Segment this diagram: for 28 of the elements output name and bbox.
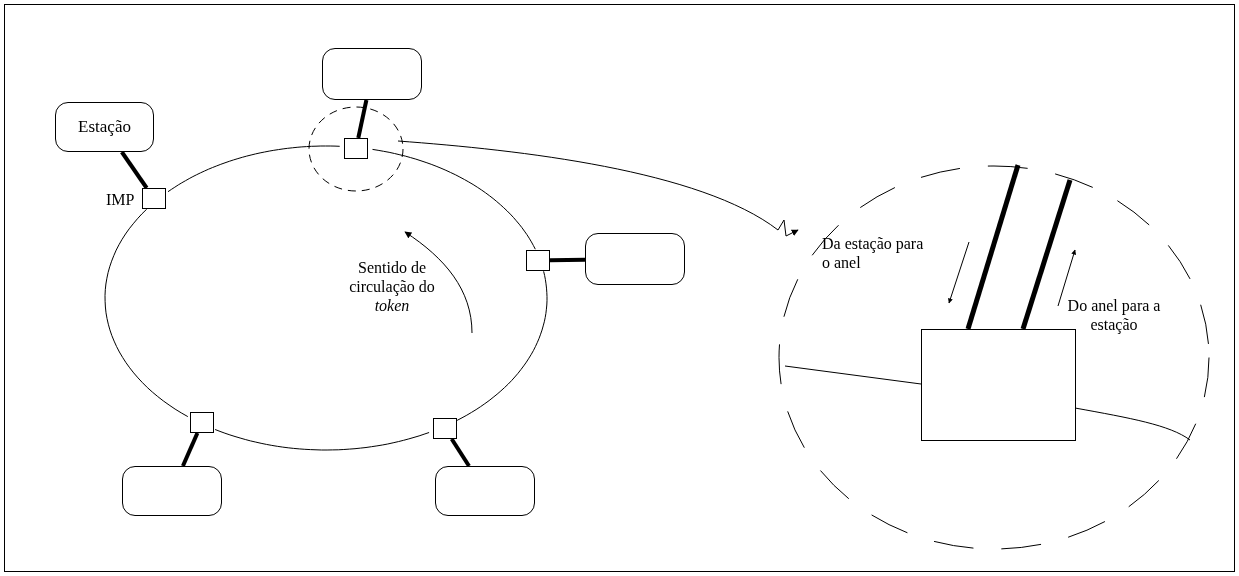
interface-box xyxy=(344,138,368,159)
station-cable xyxy=(450,437,471,468)
ring-cable xyxy=(167,145,341,193)
interface-box xyxy=(142,188,166,209)
station-cable xyxy=(120,150,149,190)
interface-box xyxy=(921,329,1076,441)
station-box xyxy=(55,102,154,152)
station-label: Estação xyxy=(77,117,132,136)
station-box xyxy=(122,466,222,516)
ring-cable xyxy=(372,148,536,250)
station-box xyxy=(322,48,422,100)
station-cable xyxy=(181,432,200,467)
interface-box xyxy=(433,418,457,439)
ring-cable xyxy=(214,429,430,451)
flow-note: Da estação para o anel xyxy=(822,234,925,272)
ring-cable xyxy=(456,270,548,421)
station-box xyxy=(435,466,535,516)
ring-cable xyxy=(104,208,189,418)
flow-note: Do anel para a estação xyxy=(1066,296,1162,334)
station-cable xyxy=(549,257,586,263)
magnified-view-ellipse xyxy=(778,165,1210,550)
station-box xyxy=(585,233,685,285)
magnify-arrow xyxy=(397,140,799,237)
direction-note: Sentido de circulação do token xyxy=(348,258,436,315)
interface-box xyxy=(526,250,550,271)
magnified-area-circle xyxy=(308,106,404,192)
interface-box xyxy=(190,412,214,433)
interface-label: IMP xyxy=(106,190,135,209)
